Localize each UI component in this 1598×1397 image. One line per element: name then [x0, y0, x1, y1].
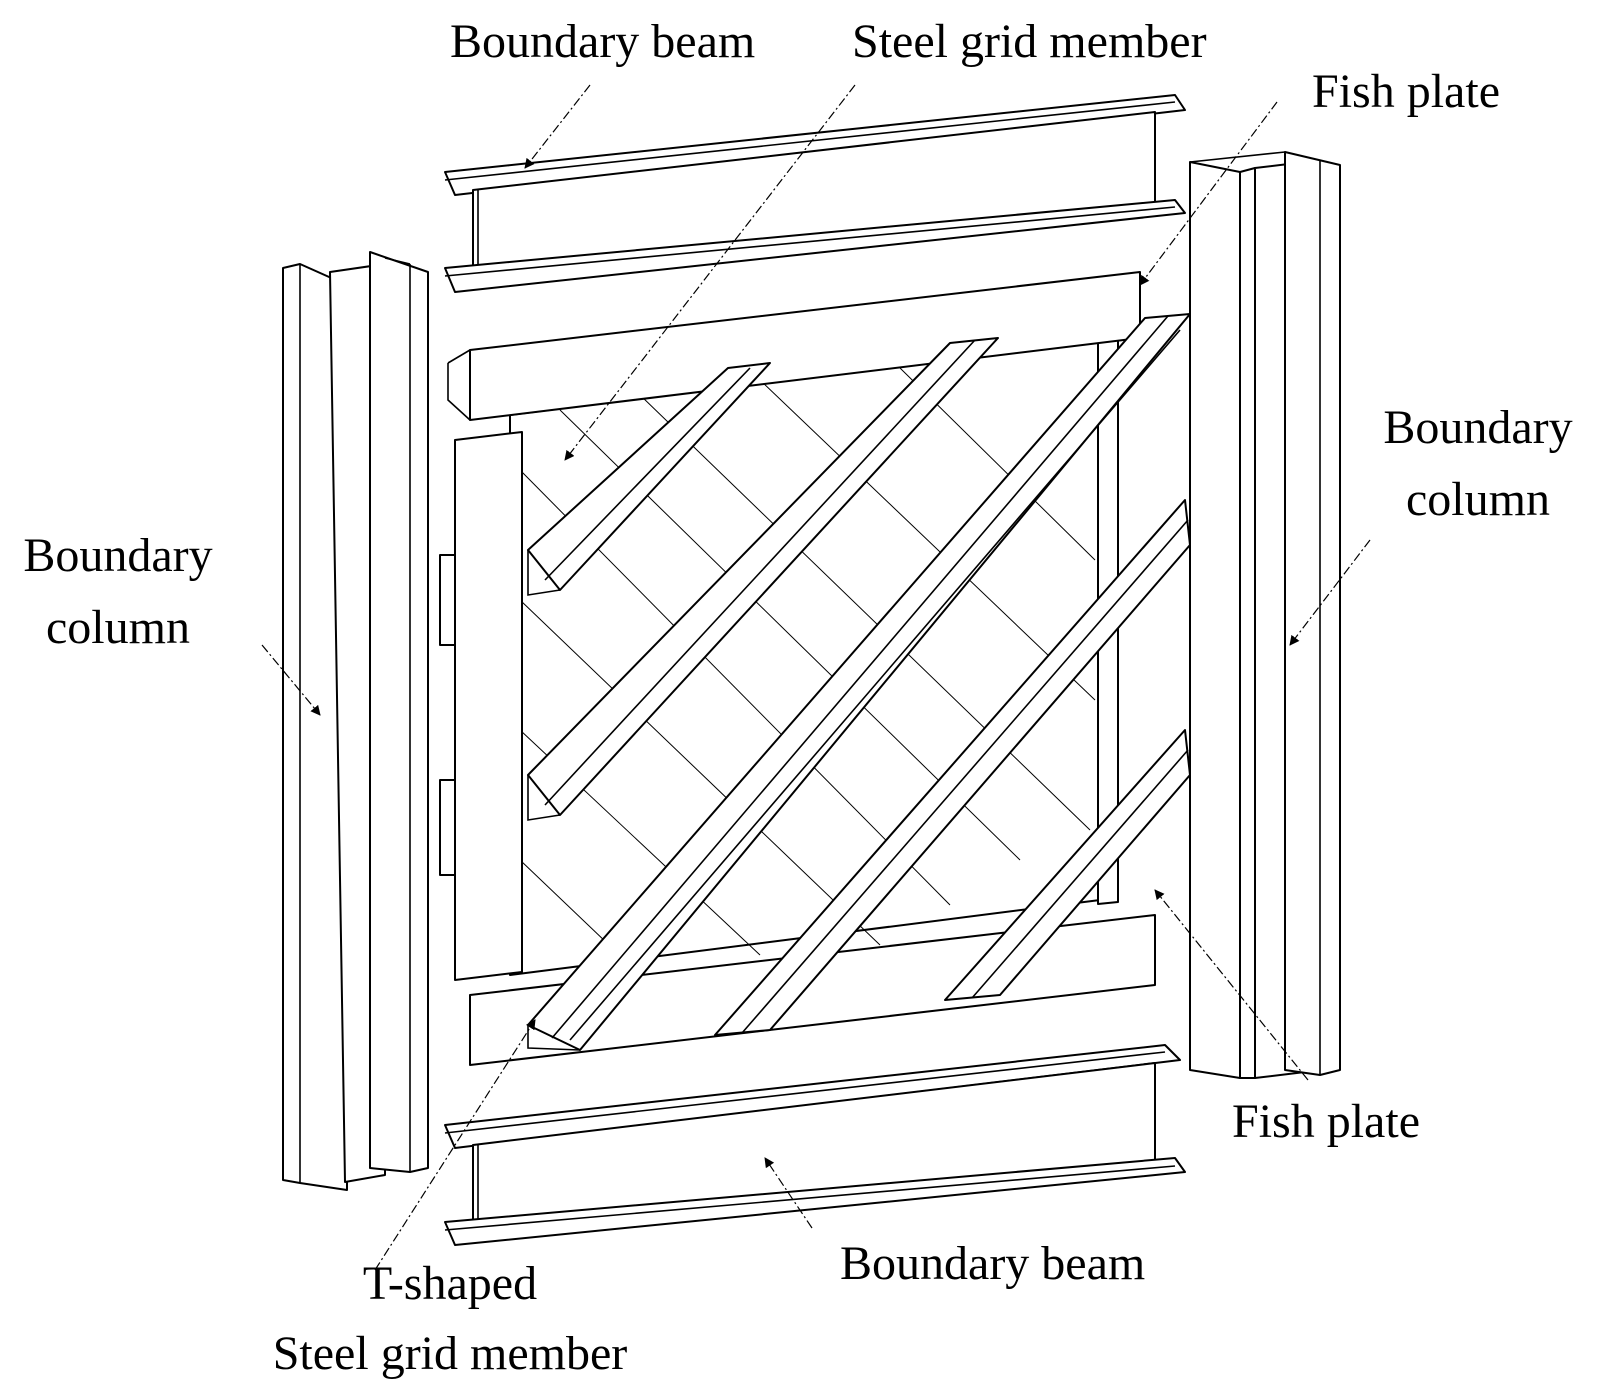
leader-steel-grid-member — [564, 84, 856, 461]
boundary-beam-top — [444, 94, 1186, 293]
boundary-column-right — [1189, 151, 1341, 1079]
leader-lines — [261, 84, 1371, 1271]
label-left-column-line2: column — [46, 601, 190, 654]
label-fish-plate-top: Fish plate — [1312, 65, 1500, 118]
steel-grid-members — [527, 313, 1191, 1051]
grid-member-2 — [527, 337, 999, 821]
label-right-column-line1: Boundary — [1383, 401, 1573, 454]
fish-plate-left — [439, 431, 523, 981]
boundary-beam-bottom — [444, 1044, 1186, 1246]
grid-panel — [509, 339, 1101, 976]
fish-plate-bottom — [469, 914, 1156, 1066]
label-t-shaped-line2: Steel grid member — [272, 1327, 628, 1380]
label-top-boundary-beam: Boundary beam — [450, 15, 756, 68]
label-bottom-boundary-beam: Boundary beam — [840, 1237, 1146, 1290]
label-right-column-line2: column — [1406, 473, 1550, 526]
label-steel-grid-member: Steel grid member — [852, 15, 1207, 68]
leader-fish-plate-bottom — [1154, 889, 1309, 1081]
leader-left-column — [261, 644, 321, 716]
label-left-column-line1: Boundary — [23, 529, 213, 582]
label-t-shaped-line1: T-shaped — [362, 1257, 538, 1310]
label-fish-plate-bottom: Fish plate — [1232, 1095, 1420, 1148]
leader-right-column — [1289, 539, 1371, 646]
leader-top-beam — [524, 84, 591, 169]
boundary-column-left — [282, 251, 429, 1191]
leader-bottom-beam — [764, 1157, 813, 1229]
leader-fish-plate-top — [1139, 101, 1278, 286]
leader-t-shaped-member — [374, 1019, 536, 1271]
grid-member-1 — [527, 362, 771, 596]
